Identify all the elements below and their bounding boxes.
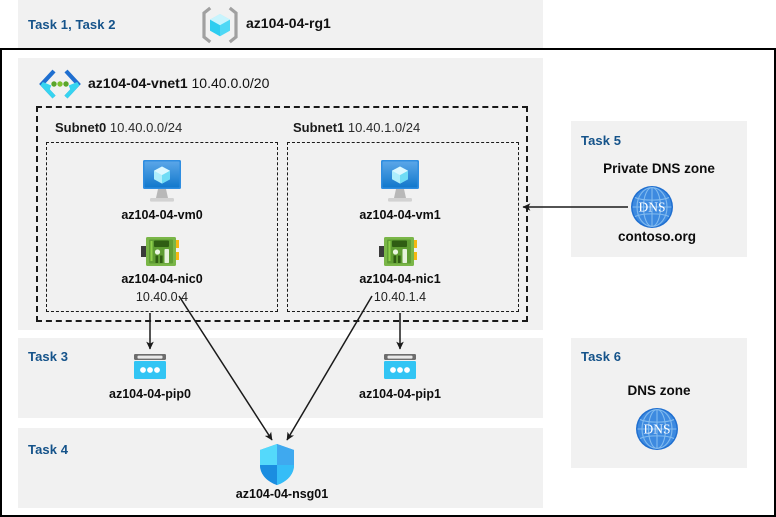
pip-0-label: az104-04-pip0 bbox=[109, 387, 191, 401]
vm-1-label: az104-04-vm1 bbox=[359, 208, 441, 222]
nic-1-ip: 10.40.1.4 bbox=[373, 290, 427, 304]
vm-0-label: az104-04-vm0 bbox=[121, 208, 203, 222]
vnet-panel bbox=[18, 58, 543, 330]
dns-zone-icon: DNS bbox=[629, 184, 675, 230]
subnet-1-box bbox=[287, 142, 519, 312]
subnet-0-cidr: 10.40.0.0/24 bbox=[109, 120, 183, 135]
nic-0-label: az104-04-nic0 bbox=[121, 272, 203, 286]
dns-zone-title: DNS zone bbox=[627, 383, 691, 398]
subnet-0-box bbox=[46, 142, 278, 312]
resource-group-name: az104-04-rg1 bbox=[246, 15, 331, 31]
subnets-container bbox=[36, 106, 528, 322]
virtual-machine-icon bbox=[136, 158, 188, 206]
task-label-5: Task 5 bbox=[581, 133, 622, 148]
task-label-1-2: Task 1, Task 2 bbox=[28, 17, 116, 32]
resource-group-header-panel bbox=[18, 0, 543, 48]
pip-1-label: az104-04-pip1 bbox=[359, 387, 441, 401]
vnet-name: az104-04-vnet1 bbox=[88, 75, 188, 91]
subnet-1-cidr: 10.40.1.0/24 bbox=[347, 120, 421, 135]
virtual-machine-icon bbox=[374, 158, 426, 206]
public-ip-icon bbox=[380, 352, 420, 384]
task-label-3: Task 3 bbox=[28, 349, 69, 364]
subnet-1-title: Subnet1 10.40.1.0/24 bbox=[293, 120, 420, 135]
task-label-4: Task 4 bbox=[28, 442, 69, 457]
svg-text:DNS: DNS bbox=[643, 422, 670, 437]
nic-0-ip: 10.40.0.4 bbox=[135, 290, 189, 304]
subnet-0-name: Subnet0 bbox=[55, 120, 107, 135]
network-interface-icon bbox=[379, 235, 421, 269]
private-dns-zone-name: contoso.org bbox=[618, 229, 696, 244]
resource-group-icon bbox=[200, 6, 240, 44]
private-dns-zone-title: Private DNS zone bbox=[603, 161, 715, 176]
resource-group-name-title: az104-04-rg1 bbox=[246, 15, 331, 31]
resource-group-boundary bbox=[0, 48, 776, 517]
network-interface-icon bbox=[141, 235, 183, 269]
subnet-0-title: Subnet0 10.40.0.0/24 bbox=[55, 120, 182, 135]
subnet-1-name: Subnet1 bbox=[293, 120, 345, 135]
nsg-label: az104-04-nsg01 bbox=[235, 487, 329, 501]
network-security-group-icon bbox=[257, 443, 297, 487]
vnet-address-space: 10.40.0.0/20 bbox=[191, 75, 270, 91]
vnet-title: az104-04-vnet1 10.40.0.0/20 bbox=[88, 75, 269, 91]
public-ip-icon bbox=[130, 352, 170, 384]
virtual-network-icon bbox=[37, 68, 83, 100]
nic-1-label: az104-04-nic1 bbox=[359, 272, 441, 286]
dns-zone-icon: DNS bbox=[634, 406, 680, 452]
public-ip-panel bbox=[18, 338, 543, 418]
task-label-6: Task 6 bbox=[581, 349, 622, 364]
svg-text:DNS: DNS bbox=[638, 200, 665, 215]
